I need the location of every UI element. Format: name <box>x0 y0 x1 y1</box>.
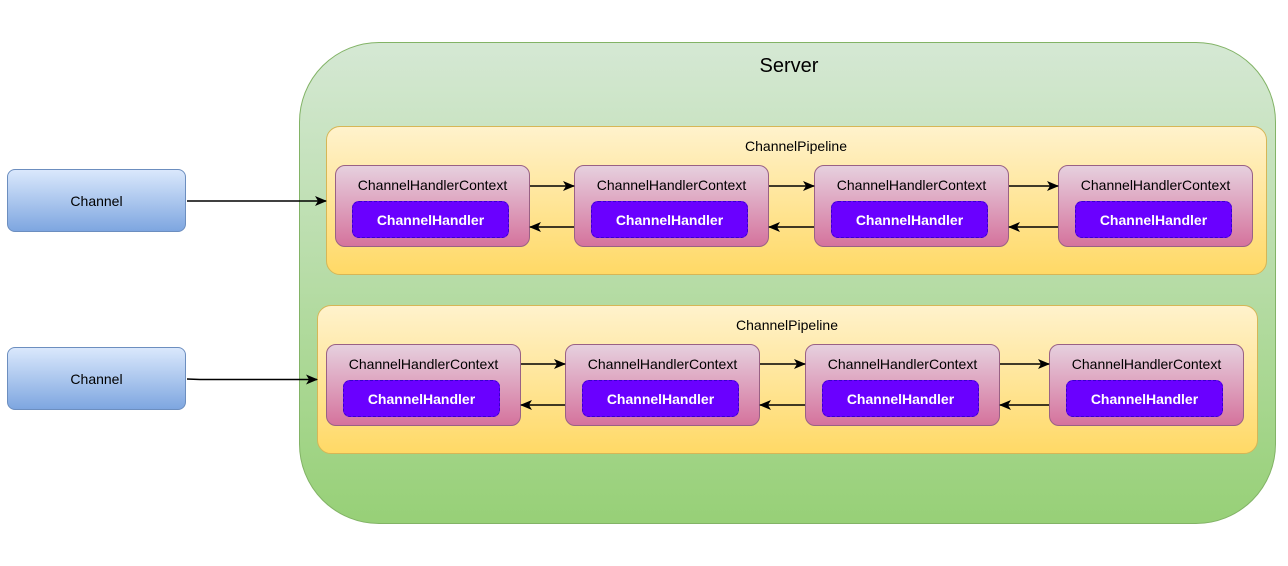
channel-handler: ChannelHandler <box>352 201 509 238</box>
channel-node-2: Channel <box>7 347 186 410</box>
server-title: Server <box>759 55 819 77</box>
channel-handler-context: ChannelHandlerContext ChannelHandler <box>1049 344 1244 426</box>
channel-handler-context: ChannelHandlerContext ChannelHandler <box>574 165 769 247</box>
context-label: ChannelHandlerContext <box>596 177 747 193</box>
channel-handler: ChannelHandler <box>1066 380 1223 417</box>
arrow-channel-2-to-pipeline-2 <box>186 374 318 385</box>
channel-handler-context: ChannelHandlerContext ChannelHandler <box>1058 165 1253 247</box>
channel-handler-context: ChannelHandlerContext ChannelHandler <box>805 344 1000 426</box>
channel-handler-context: ChannelHandlerContext ChannelHandler <box>814 165 1009 247</box>
channel-node-1: Channel <box>7 169 186 232</box>
context-label: ChannelHandlerContext <box>357 177 508 193</box>
channel-handler-context: ChannelHandlerContext ChannelHandler <box>335 165 530 247</box>
context-label: ChannelHandlerContext <box>348 356 499 372</box>
channel-handler: ChannelHandler <box>822 380 979 417</box>
channel-handler-context: ChannelHandlerContext ChannelHandler <box>326 344 521 426</box>
channel-handler: ChannelHandler <box>582 380 739 417</box>
channel-handler: ChannelHandler <box>1075 201 1232 238</box>
pipeline-label-1: ChannelPipeline <box>745 138 847 154</box>
context-label: ChannelHandlerContext <box>587 356 738 372</box>
context-label: ChannelHandlerContext <box>1080 177 1231 193</box>
pipeline-label-2: ChannelPipeline <box>736 317 838 333</box>
context-label: ChannelHandlerContext <box>1071 356 1222 372</box>
context-label: ChannelHandlerContext <box>836 177 987 193</box>
channel-handler-context: ChannelHandlerContext ChannelHandler <box>565 344 760 426</box>
context-label: ChannelHandlerContext <box>827 356 978 372</box>
channel-handler: ChannelHandler <box>591 201 748 238</box>
channel-handler: ChannelHandler <box>831 201 988 238</box>
channel-handler: ChannelHandler <box>343 380 500 417</box>
